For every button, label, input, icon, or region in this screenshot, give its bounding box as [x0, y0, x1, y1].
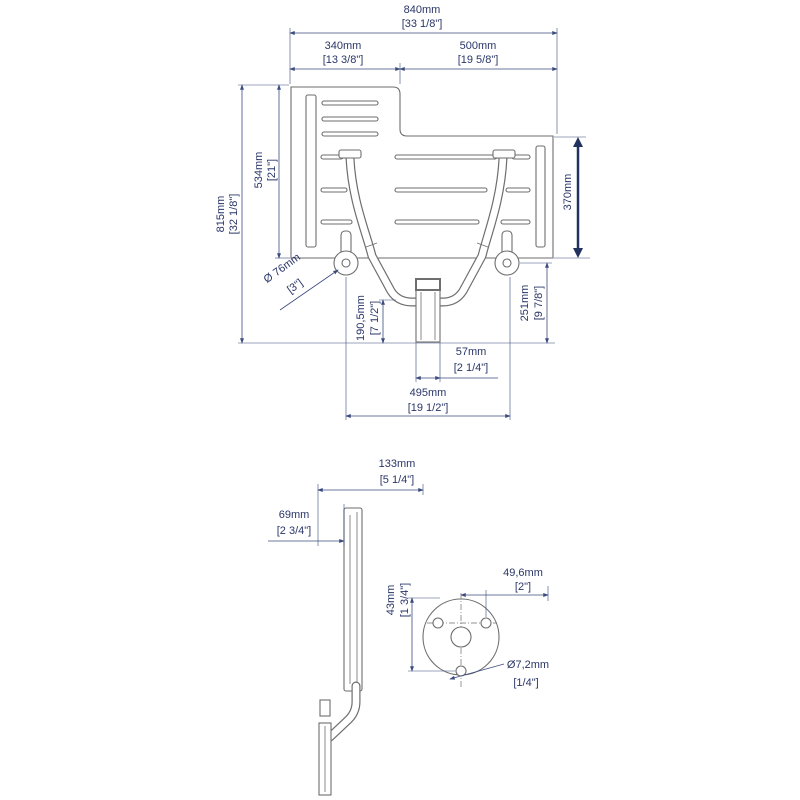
hole-diameter-mm-label: Ø7,2mm: [507, 659, 549, 671]
hole-diameter-inch-label: [1/4"]: [513, 677, 538, 689]
hinge-height-mm-label: 251mm: [519, 285, 531, 322]
front-view-dimensions: 840mm [33 1/8"] 340mm [13 3/8"] 500mm [1…: [215, 4, 590, 420]
slot: [505, 187, 531, 193]
left-rail: [305, 94, 317, 248]
hinge-height-inch-label: [9 7/8"]: [533, 286, 545, 320]
right-leg-bracket: [492, 149, 516, 159]
folded-depth-mm-label: 69mm: [279, 509, 310, 521]
overall-height-inch-label: [32 1/8"]: [228, 194, 240, 235]
front-view: 840mm [33 1/8"] 340mm [13 3/8"] 500mm [1…: [215, 4, 590, 420]
overall-width-mm-label: 840mm: [404, 4, 441, 16]
hinge-diameter-leader-line: [279, 269, 339, 311]
hole-vertical-mm-label: 43mm: [385, 585, 397, 616]
left-width-inch-label: [13 3/8"]: [323, 54, 364, 66]
slot: [394, 154, 498, 160]
slot: [321, 100, 379, 106]
hole-horizontal-mm-label: 49,6mm: [503, 567, 543, 579]
overall-width-inch-label: [33 1/8"]: [402, 18, 443, 30]
flange-screw-hole: [455, 665, 467, 677]
right-width-inch-label: [19 5/8"]: [458, 54, 499, 66]
left-hinge-pin: [341, 258, 351, 268]
overall-height-mm-label: 815mm: [215, 196, 227, 233]
slot: [500, 219, 531, 225]
side-view: 133mm [5 1/4"] 69mm [2 3/4"]: [268, 458, 424, 796]
center-support-post: [415, 278, 441, 343]
slot: [320, 187, 348, 193]
support-joint: [476, 242, 489, 248]
flange-view-dimensions: 43mm [1 3/4"] 49,6mm [2"] Ø7,2mm [1/4"]: [385, 567, 549, 689]
flange-center-hole: [450, 626, 472, 648]
side-bracket-tube-body: [326, 682, 360, 741]
hinge-spacing-inch-label: [19 1/2"]: [408, 402, 449, 414]
slot: [394, 187, 488, 193]
hole-diameter-leader-line: [449, 663, 505, 680]
upper-slots: [321, 100, 379, 137]
flange-screw-hole: [432, 617, 444, 629]
folded-depth-inch-label: [2 3/4"]: [277, 525, 311, 537]
folded-seat-profile: [343, 507, 363, 692]
left-width-mm-label: 340mm: [325, 40, 362, 52]
hole-vertical-inch-label: [1 3/4"]: [399, 583, 411, 617]
seat-height-mm-label: 534mm: [253, 152, 265, 189]
slot: [394, 219, 480, 225]
seat-slots: [320, 154, 531, 225]
left-leg-bracket: [338, 149, 362, 159]
support-joint: [365, 242, 378, 248]
support-height-mm-label: 190,5mm: [355, 295, 367, 341]
flange-screw-hole: [480, 617, 492, 629]
seat-depth-mm-label: 370mm: [562, 174, 574, 211]
wall-stop-block: [319, 699, 331, 717]
hinge-diameter-inch-label: [3"]: [285, 277, 305, 296]
seat-plate-outline: [290, 86, 554, 259]
hinge-spacing-mm-label: 495mm: [410, 387, 447, 399]
right-hinge: [494, 230, 520, 276]
slot: [321, 131, 379, 137]
support-width-inch-label: [2 1/4"]: [454, 362, 488, 374]
right-hinge-pin: [502, 258, 512, 268]
open-depth-mm-label: 133mm: [379, 458, 416, 470]
slot: [320, 219, 353, 225]
side-view-dimensions: 133mm [5 1/4"] 69mm [2 3/4"]: [268, 458, 424, 546]
right-rail: [535, 145, 546, 248]
support-height-inch-label: [7 1/2"]: [369, 301, 381, 335]
left-hinge: [333, 230, 359, 276]
post-cap: [415, 278, 441, 291]
support-width-mm-label: 57mm: [456, 346, 487, 358]
hole-horizontal-inch-label: [2"]: [515, 581, 531, 593]
seat-height-inch-label: [21"]: [266, 159, 278, 181]
right-width-mm-label: 500mm: [460, 40, 497, 52]
flange-view: 43mm [1 3/4"] 49,6mm [2"] Ø7,2mm [1/4"]: [385, 567, 549, 689]
open-depth-inch-label: [5 1/4"]: [380, 474, 414, 486]
slot: [321, 116, 379, 122]
